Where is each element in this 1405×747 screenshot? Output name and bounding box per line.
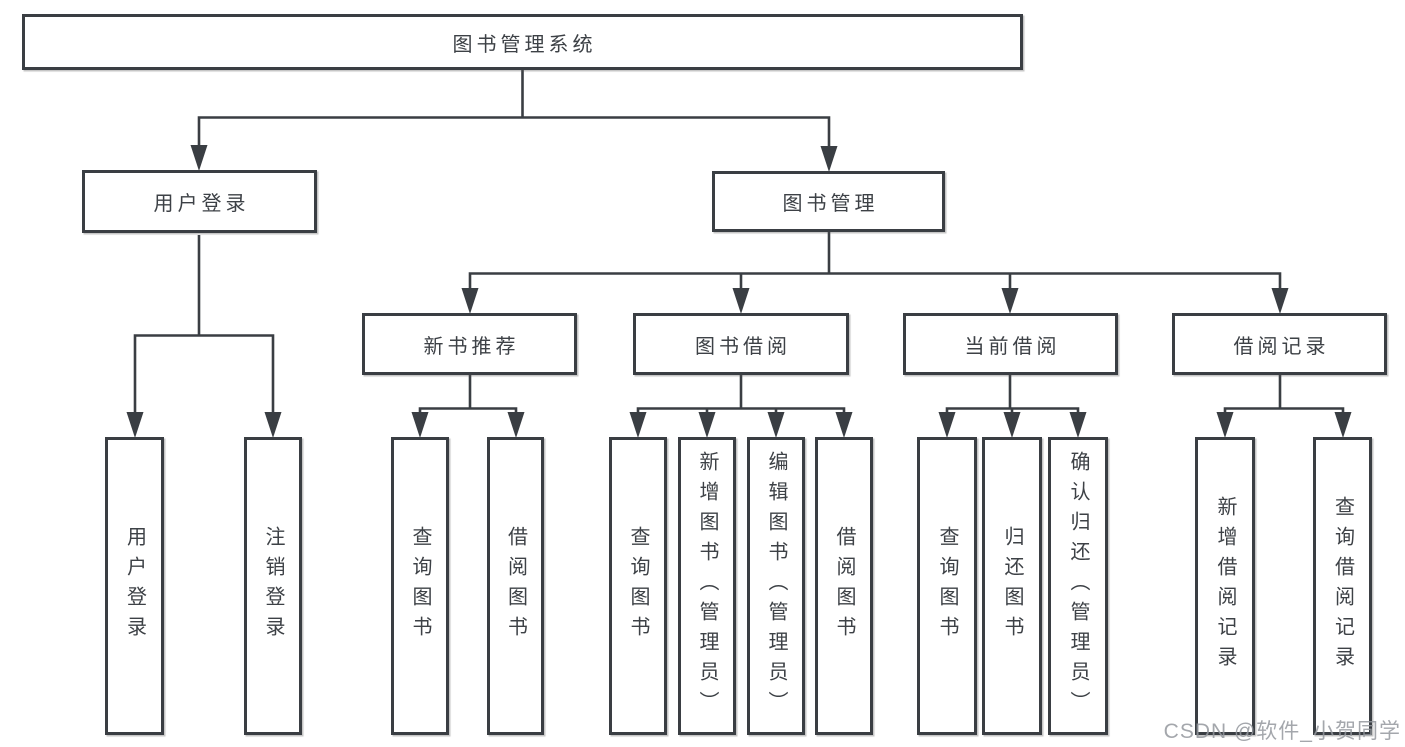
leaf-query-books-3: 查询图书: [917, 437, 977, 735]
leaf-confirm-return-admin: 确认归还（管理员）: [1048, 437, 1108, 735]
node-library-management-system: 图书管理系统: [22, 14, 1023, 70]
leaf-add-books-admin: 新增图书（管理员）: [678, 437, 736, 735]
node-label: 新增图书（管理员）: [696, 451, 718, 721]
node-label: 新增借阅记录: [1214, 496, 1236, 676]
leaf-edit-books-admin: 编辑图书（管理员）: [747, 437, 805, 735]
edge-borrow-records-children: [1223, 375, 1345, 420]
leaf-borrow-books-2: 借阅图书: [815, 437, 873, 735]
node-label: 注销登录: [262, 526, 284, 646]
node-label: 归还图书: [1001, 526, 1023, 646]
csdn-watermark: CSDN @软件_小贺同学: [1163, 720, 1401, 743]
edge-new-book-recommend-children: [418, 375, 518, 420]
edge-root-to-level1: [197, 70, 831, 151]
node-book-borrow: 图书借阅: [633, 313, 849, 375]
node-label: 借阅图书: [833, 526, 855, 646]
node-label: 图书借阅: [695, 335, 791, 358]
edge-current-borrow-children: [945, 375, 1080, 420]
leaf-query-books-1: 查询图书: [391, 437, 449, 735]
leaf-query-books-2: 查询图书: [609, 437, 667, 735]
node-label: 借阅记录: [1233, 335, 1330, 358]
node-label: 编辑图书（管理员）: [765, 451, 787, 721]
leaf-return-books: 归还图书: [982, 437, 1042, 735]
node-label: 图书管理系统: [452, 33, 597, 56]
edge-book-management-children: [468, 232, 1282, 296]
node-new-book-recommend: 新书推荐: [362, 313, 577, 375]
node-label: 图书管理: [782, 193, 879, 215]
node-label: 查询图书: [627, 526, 649, 646]
node-borrow-records: 借阅记录: [1172, 313, 1387, 375]
node-label: 借阅图书: [504, 526, 527, 646]
leaf-borrow-books-1: 借阅图书: [487, 437, 544, 735]
leaf-query-borrow-record: 查询借阅记录: [1313, 437, 1372, 735]
node-book-management: 图书管理: [712, 171, 945, 232]
edge-user-login-children: [133, 235, 275, 418]
node-label: 查询借阅记录: [1331, 496, 1354, 676]
leaf-add-borrow-record: 新增借阅记录: [1195, 437, 1255, 735]
node-label: 用户登录: [153, 193, 250, 215]
node-label: 查询图书: [409, 526, 431, 646]
node-current-borrow: 当前借阅: [903, 313, 1118, 375]
node-label: 确认归还（管理员）: [1067, 451, 1089, 721]
edge-book-borrow-children: [636, 375, 846, 420]
node-label: 查询图书: [936, 526, 958, 646]
leaf-logout: 注销登录: [244, 437, 302, 735]
node-label: 用户登录: [123, 526, 146, 646]
node-user-login: 用户登录: [82, 170, 317, 233]
leaf-user-login: 用户登录: [105, 437, 164, 735]
node-label: 当前借阅: [964, 335, 1061, 358]
node-label: 新书推荐: [423, 335, 520, 358]
